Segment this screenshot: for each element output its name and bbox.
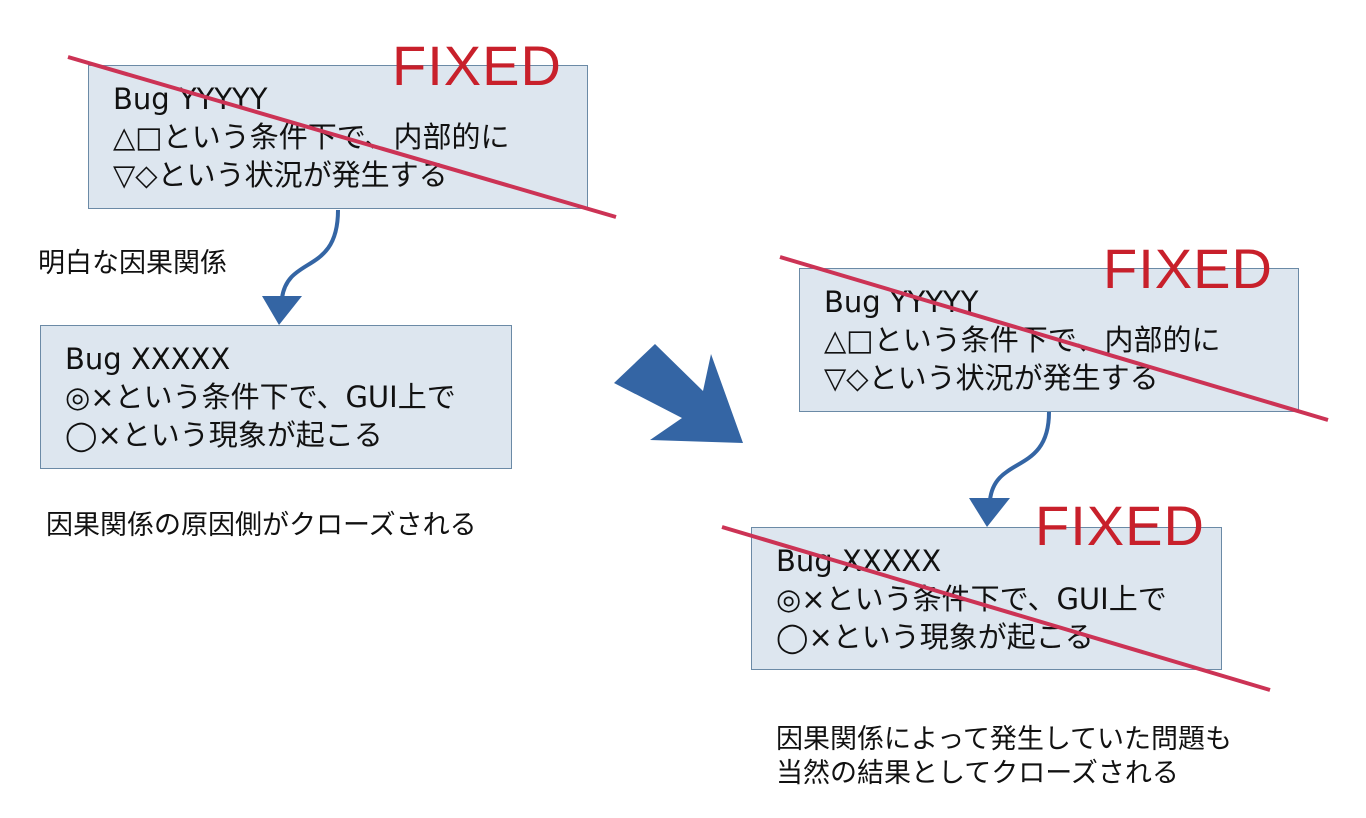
bug-title: Bug XXXXX	[65, 342, 231, 376]
bug-title: Bug YYYYY	[113, 82, 268, 116]
bug-effect: ◯×という現象が起こる	[776, 620, 1094, 654]
bug-effect: ▽◇という状況が発生する	[113, 158, 448, 192]
transition-arrow	[614, 344, 743, 443]
right-bug-x-strike-line	[721, 525, 1271, 692]
right-bug-x-fixed-stamp: FIXED	[1035, 494, 1205, 557]
bug-condition: △□という条件下で、内部的に	[113, 120, 510, 154]
right-causal-arrow	[988, 411, 1051, 501]
bug-condition: ◎×という条件下で、GUI上で	[65, 380, 456, 414]
left-bug-x-box: Bug XXXXX ◎×という条件下で、GUI上で ◯×という現象が起こる	[40, 325, 512, 469]
right-bug-y-fixed-stamp: FIXED	[1103, 237, 1273, 300]
right-causal-arrowhead	[969, 498, 1010, 527]
left-bug-y-box: Bug YYYYY △□という条件下で、内部的に ▽◇という状況が発生する	[88, 65, 588, 209]
bug-title: Bug YYYYY	[824, 285, 979, 319]
left-bug-y-strike-line	[67, 55, 617, 219]
bug-condition: ◎×という条件下で、GUI上で	[776, 582, 1167, 616]
left-causal-arrow	[280, 209, 340, 299]
left-bug-y-fixed-stamp: FIXED	[392, 34, 562, 97]
left-caption: 因果関係の原因側がクローズされる	[46, 510, 477, 541]
bug-effect: ◯×という現象が起こる	[65, 418, 383, 452]
right-bug-y-strike-line	[779, 255, 1329, 422]
right-caption-line-1: 因果関係によって発生していた問題も	[776, 724, 1233, 755]
causal-relation-label: 明白な因果関係	[38, 248, 227, 279]
left-causal-arrowhead	[262, 296, 302, 325]
bug-effect: ▽◇という状況が発生する	[824, 361, 1159, 395]
right-caption-line-2: 当然の結果としてクローズされる	[776, 758, 1179, 789]
